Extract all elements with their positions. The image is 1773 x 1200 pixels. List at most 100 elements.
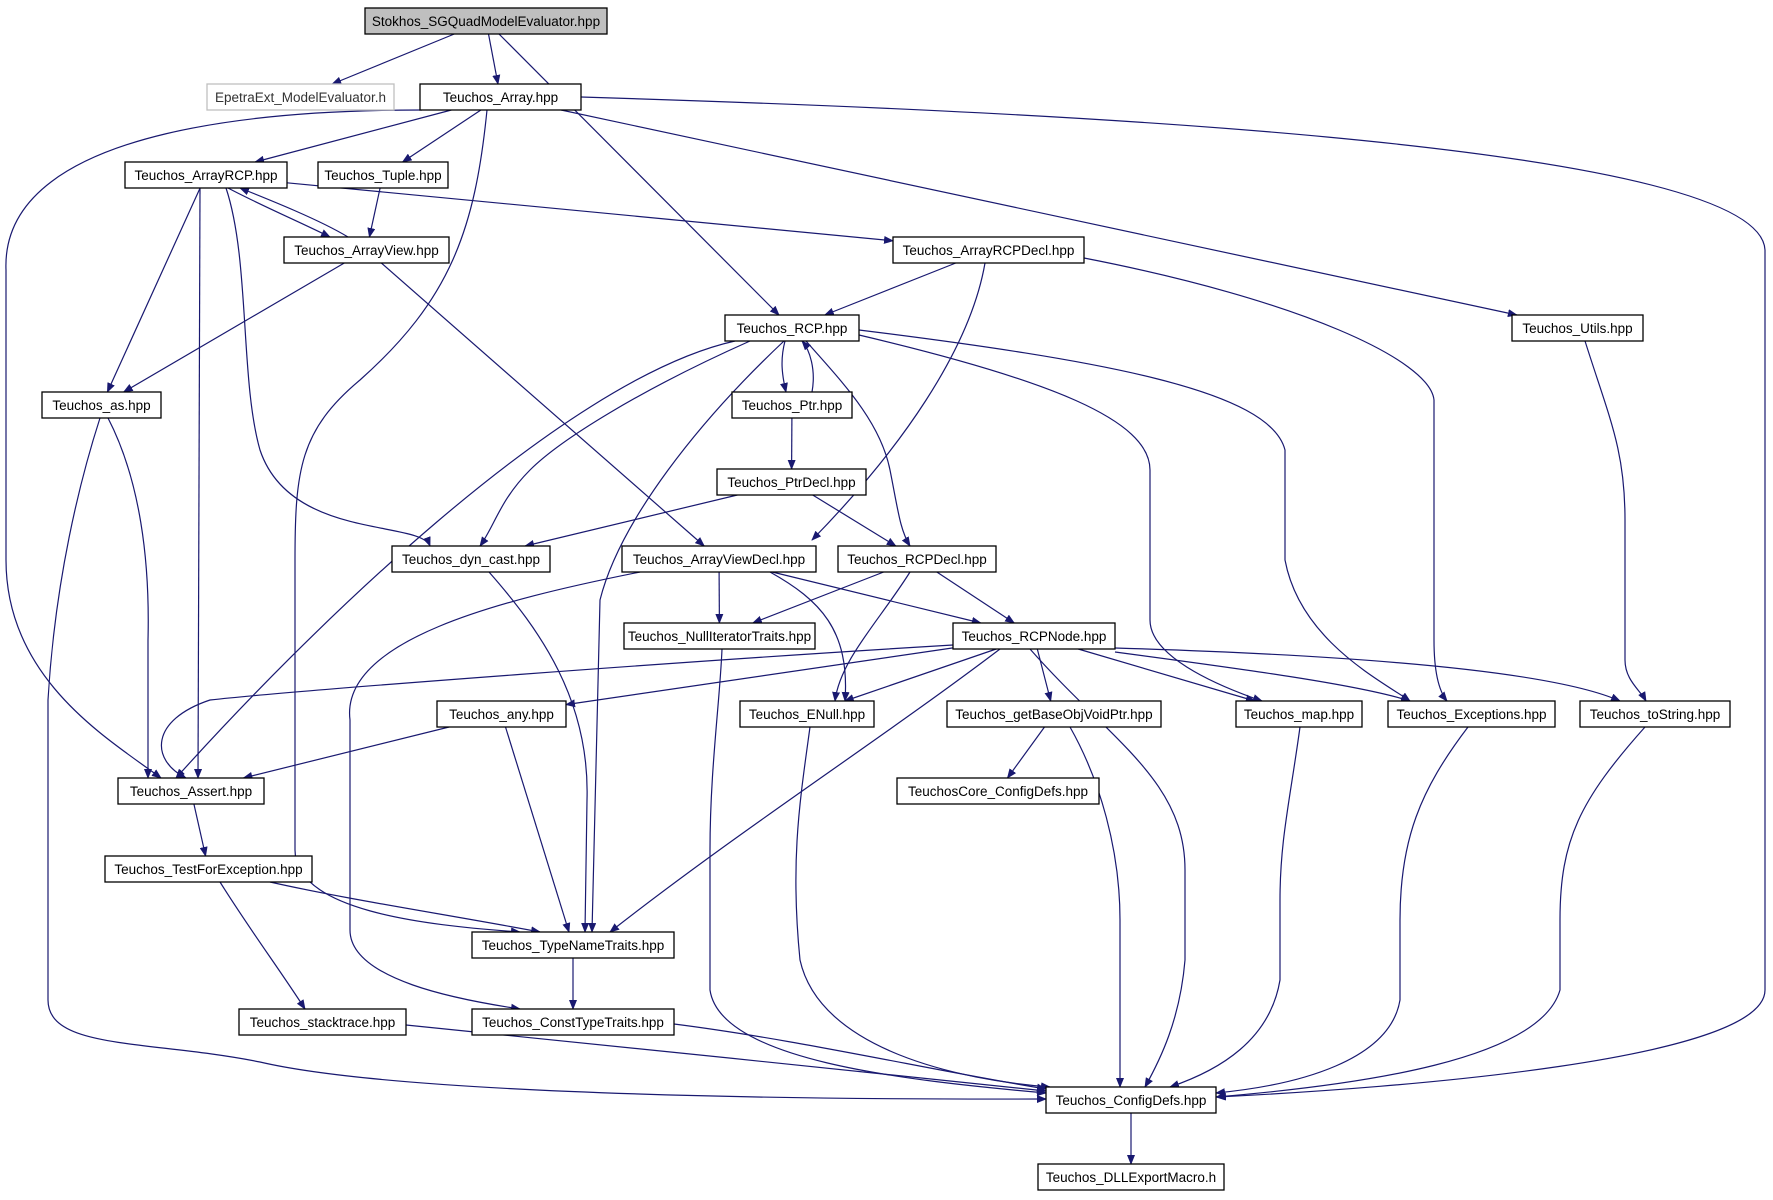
node-label-typename: Teuchos_TypeNameTraits.hpp: [482, 938, 665, 953]
node-root[interactable]: Stokhos_SGQuadModelEvaluator.hpp: [364, 7, 608, 35]
node-as[interactable]: Teuchos_as.hpp: [41, 391, 162, 419]
node-box-epetraext: [206, 83, 395, 111]
node-array[interactable]: Teuchos_Array.hpp: [419, 83, 582, 111]
edge-as-to-configdefs: [47, 417, 1047, 1104]
node-label-arrayviewdecl: Teuchos_ArrayViewDecl.hpp: [633, 552, 805, 567]
node-typename[interactable]: Teuchos_TypeNameTraits.hpp: [471, 931, 675, 959]
node-exceptions[interactable]: Teuchos_Exceptions.hpp: [1387, 700, 1556, 728]
node-box-arrayview: [283, 236, 450, 264]
node-label-coreconfig: TeuchosCore_ConfigDefs.hpp: [908, 784, 1088, 799]
edge-exceptions-to-configdefs: [1215, 726, 1469, 1097]
edge-array-to-utils: [560, 109, 1518, 318]
node-box-consttype: [471, 1008, 675, 1036]
edge-testforexc-to-typename: [269, 881, 541, 935]
edge-any-to-typename: [504, 726, 571, 933]
node-box-getbase: [946, 700, 1162, 728]
edge-testforexc-to-stacktrace: [219, 881, 306, 1010]
edge-arrayrcpdecl-to-exceptions: [1083, 257, 1448, 702]
edge-arrayrcp-to-as: [106, 187, 201, 393]
node-box-assert: [117, 777, 265, 805]
edge-arrayrcp-to-arrayrcpdecl: [286, 182, 894, 244]
node-box-dllexport: [1037, 1163, 1225, 1191]
edge-rcpnode-to-exceptions: [1114, 651, 1411, 703]
edge-ptr-to-rcp: [801, 340, 814, 393]
node-any[interactable]: Teuchos_any.hpp: [436, 700, 567, 728]
node-box-testforexc: [104, 855, 313, 883]
node-coreconfig[interactable]: TeuchosCore_ConfigDefs.hpp: [896, 777, 1100, 805]
edge-rcpnode-to-enull: [843, 648, 997, 702]
node-box-stacktrace: [238, 1008, 407, 1036]
edge-dyncast-to-typename: [488, 571, 590, 933]
node-box-map: [1235, 700, 1363, 728]
node-box-array: [419, 83, 582, 111]
node-ptr[interactable]: Teuchos_Ptr.hpp: [731, 391, 853, 419]
node-label-arrayview: Teuchos_ArrayView.hpp: [294, 243, 439, 258]
edge-arrayviewdecl-to-enull: [769, 571, 850, 702]
node-enull[interactable]: Teuchos_ENull.hpp: [739, 700, 875, 728]
edge-root-to-array: [487, 33, 501, 85]
node-arrayviewdecl[interactable]: Teuchos_ArrayViewDecl.hpp: [621, 545, 817, 573]
node-label-arrayrcp: Teuchos_ArrayRCP.hpp: [134, 168, 277, 183]
node-assert[interactable]: Teuchos_Assert.hpp: [117, 777, 265, 805]
node-box-nulliter: [623, 622, 816, 650]
edge-root-to-epetraext: [331, 33, 455, 85]
node-stacktrace[interactable]: Teuchos_stacktrace.hpp: [238, 1008, 407, 1036]
node-nulliter[interactable]: Teuchos_NullIteratorTraits.hpp: [623, 622, 816, 650]
node-box-as: [41, 391, 162, 419]
node-label-dllexport: Teuchos_DLLExportMacro.h: [1046, 1170, 1216, 1185]
node-label-map: Teuchos_map.hpp: [1244, 707, 1354, 722]
edge-rcp-to-dyncast: [479, 340, 751, 547]
node-consttype[interactable]: Teuchos_ConstTypeTraits.hpp: [471, 1008, 675, 1036]
node-box-coreconfig: [896, 777, 1100, 805]
edge-rcpnode-to-any: [565, 647, 954, 708]
node-ptrdecl[interactable]: Teuchos_PtrDecl.hpp: [716, 468, 867, 496]
node-label-assert: Teuchos_Assert.hpp: [130, 784, 252, 799]
node-tostring[interactable]: Teuchos_toString.hpp: [1579, 700, 1731, 728]
node-box-configdefs: [1045, 1086, 1217, 1114]
edge-as-to-assert: [107, 417, 152, 779]
node-arrayrcp[interactable]: Teuchos_ArrayRCP.hpp: [124, 161, 288, 189]
edge-array-to-arrayrcp: [254, 109, 452, 164]
edge-array-to-tuple: [401, 109, 482, 163]
node-layer: Stokhos_SGQuadModelEvaluator.hppEpetraEx…: [41, 7, 1731, 1191]
node-label-any: Teuchos_any.hpp: [449, 707, 554, 722]
node-dllexport[interactable]: Teuchos_DLLExportMacro.h: [1037, 1163, 1225, 1191]
node-label-getbase: Teuchos_getBaseObjVoidPtr.hpp: [955, 707, 1152, 722]
edge-array-to-configdefs: [580, 96, 1766, 1101]
edge-utils-to-tostring: [1584, 340, 1647, 702]
node-label-epetraext: EpetraExt_ModelEvaluator.h: [215, 90, 386, 105]
edge-layer: [5, 33, 1766, 1165]
edge-rcp-to-exceptions: [858, 329, 1411, 702]
node-label-rcpdecl: Teuchos_RCPDecl.hpp: [847, 552, 987, 567]
node-box-typename: [471, 931, 675, 959]
node-rcpnode[interactable]: Teuchos_RCPNode.hpp: [952, 622, 1116, 650]
node-box-tuple: [317, 161, 449, 189]
node-box-utils: [1511, 314, 1644, 342]
node-box-ptr: [731, 391, 853, 419]
node-testforexc[interactable]: Teuchos_TestForException.hpp: [104, 855, 313, 883]
edge-rcpdecl-to-enull: [832, 571, 911, 702]
edge-rcpnode-to-getbase: [1036, 648, 1053, 702]
node-label-exceptions: Teuchos_Exceptions.hpp: [1396, 707, 1546, 722]
edge-arrayrcp-to-dyncast: [225, 187, 431, 547]
node-label-root: Stokhos_SGQuadModelEvaluator.hpp: [372, 14, 600, 29]
node-getbase[interactable]: Teuchos_getBaseObjVoidPtr.hpp: [946, 700, 1162, 728]
node-map[interactable]: Teuchos_map.hpp: [1235, 700, 1363, 728]
node-box-tostring: [1579, 700, 1731, 728]
node-configdefs[interactable]: Teuchos_ConfigDefs.hpp: [1045, 1086, 1217, 1114]
edge-rcpnode-to-typename: [609, 648, 1001, 933]
node-utils[interactable]: Teuchos_Utils.hpp: [1511, 314, 1644, 342]
node-rcpdecl[interactable]: Teuchos_RCPDecl.hpp: [837, 545, 997, 573]
edge-enull-to-configdefs: [795, 726, 1051, 1091]
node-dyncast[interactable]: Teuchos_dyn_cast.hpp: [391, 545, 551, 573]
node-arrayrcpdecl[interactable]: Teuchos_ArrayRCPDecl.hpp: [892, 236, 1085, 264]
node-rcp[interactable]: Teuchos_RCP.hpp: [724, 314, 860, 342]
node-label-consttype: Teuchos_ConstTypeTraits.hpp: [482, 1015, 664, 1030]
node-box-rcp: [724, 314, 860, 342]
node-box-dyncast: [391, 545, 551, 573]
node-arrayview[interactable]: Teuchos_ArrayView.hpp: [283, 236, 450, 264]
node-tuple[interactable]: Teuchos_Tuple.hpp: [317, 161, 449, 189]
edge-rcpdecl-to-rcpnode: [936, 571, 1016, 624]
node-box-rcpnode: [952, 622, 1116, 650]
